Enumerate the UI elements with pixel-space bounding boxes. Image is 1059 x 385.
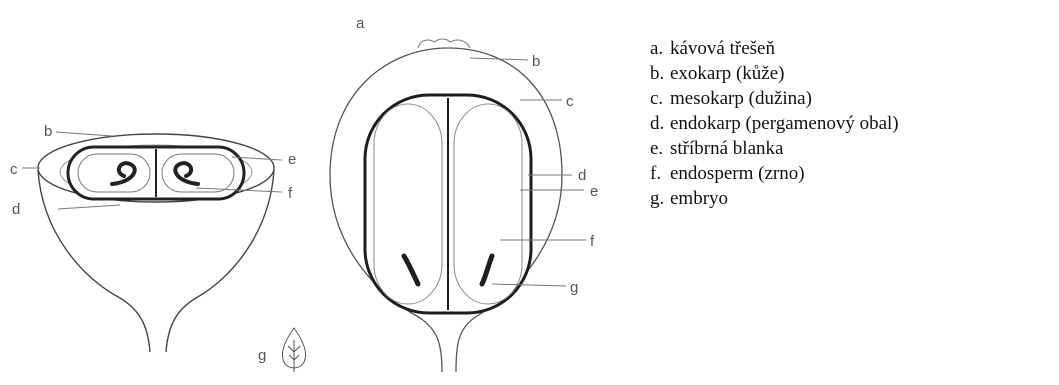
disc-remnant	[418, 39, 470, 48]
legend-text: embryo	[670, 188, 728, 209]
leader-d-left	[58, 205, 120, 209]
embryo-detail: g	[258, 328, 306, 372]
label-g: g	[570, 279, 578, 296]
label-a: a	[356, 15, 365, 32]
label-e-left: e	[288, 151, 296, 168]
longitudinal-section: a b c d e f g	[330, 15, 598, 372]
label-d-left: d	[12, 201, 20, 218]
label-d: d	[578, 167, 586, 184]
legend-item-b: b.exokarp (kůže)	[650, 61, 899, 86]
label-g-embryo: g	[258, 347, 266, 364]
legend-text: mesokarp (dužina)	[670, 88, 812, 109]
legend-item-g: g.embryo	[650, 186, 899, 211]
legend-key: e.	[650, 136, 670, 161]
legend-item-f: f.endosperm (zrno)	[650, 161, 899, 186]
legend-text: endosperm (zrno)	[670, 163, 805, 184]
legend-text: stříbrná blanka	[670, 138, 783, 159]
label-c-left: c	[10, 161, 18, 178]
label-b: b	[532, 53, 540, 70]
embryo-leaf-icon	[282, 328, 305, 372]
leader-b-left	[56, 132, 112, 136]
legend-text: endokarp (pergamenový obal)	[670, 113, 899, 134]
legend-item-a: a.kávová třešeň	[650, 36, 899, 61]
legend-text: kávová třešeň	[670, 38, 775, 59]
legend-key: f.	[650, 161, 670, 186]
label-e: e	[590, 183, 598, 200]
legend: a.kávová třešeň b.exokarp (kůže) c.mesok…	[650, 36, 899, 211]
legend-item-e: e.stříbrná blanka	[650, 136, 899, 161]
legend-key: a.	[650, 36, 670, 61]
legend-key: d.	[650, 111, 670, 136]
legend-key: b.	[650, 61, 670, 86]
legend-key: c.	[650, 86, 670, 111]
label-f: f	[590, 233, 595, 250]
label-b-left: b	[44, 123, 52, 140]
cross-section: b c d e f	[10, 123, 296, 352]
legend-key: g.	[650, 186, 670, 211]
label-c: c	[566, 93, 574, 110]
legend-item-c: c.mesokarp (dužina)	[650, 86, 899, 111]
legend-text: exokarp (kůže)	[670, 63, 784, 84]
label-f-left: f	[288, 185, 293, 202]
legend-item-d: d.endokarp (pergamenový obal)	[650, 111, 899, 136]
